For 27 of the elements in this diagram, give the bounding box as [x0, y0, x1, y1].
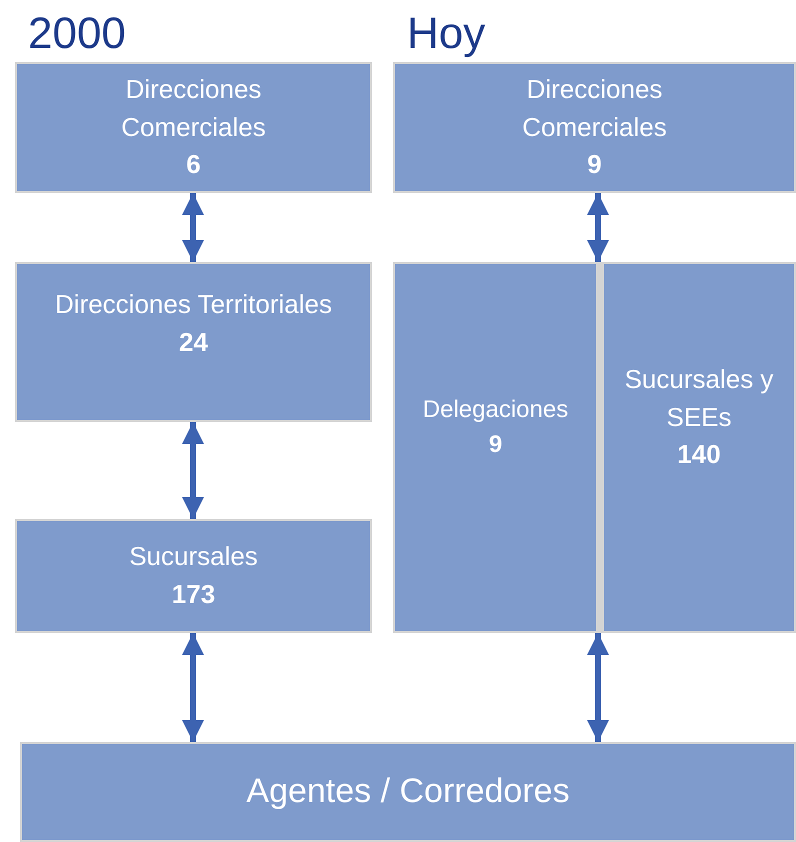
count-value: 9	[587, 148, 602, 182]
count-value: 140	[677, 438, 721, 472]
process-box	[15, 62, 372, 193]
node-title: Sucursales y SEEs	[624, 362, 774, 434]
process-box	[15, 519, 372, 633]
double-arrow	[182, 633, 204, 742]
process-box	[20, 742, 796, 842]
column-heading: Hoy	[407, 12, 486, 56]
double-arrow	[182, 193, 204, 262]
process-box	[15, 262, 372, 422]
node-title: Direcciones Territoriales	[55, 288, 332, 322]
node-title: Direcciones Comerciales	[521, 72, 668, 144]
process-box	[393, 62, 796, 193]
count-value: 173	[172, 578, 216, 611]
node-title: Sucursales	[129, 540, 258, 574]
double-arrow	[587, 633, 609, 742]
process-box	[393, 262, 598, 633]
node-title: Delegaciones	[422, 394, 568, 425]
count-value: 6	[186, 148, 201, 182]
column-heading: 2000	[28, 12, 126, 56]
double-arrow	[587, 193, 609, 262]
node-title: Agentes / Corredores	[246, 771, 570, 812]
double-arrow	[182, 422, 204, 519]
node-title: Direcciones Comerciales	[120, 72, 267, 144]
count-value: 9	[488, 430, 502, 460]
count-value: 24	[179, 326, 208, 359]
process-box	[602, 262, 796, 633]
